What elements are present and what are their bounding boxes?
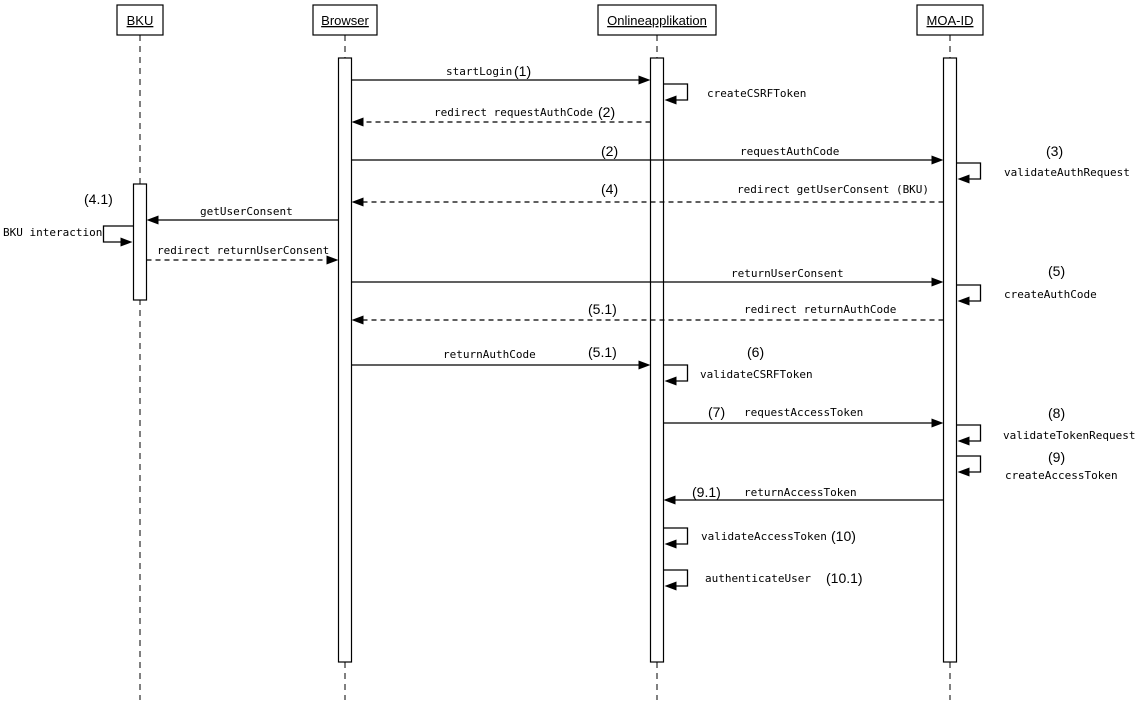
arrowhead-createcsrftoken xyxy=(664,95,677,105)
step-label-getuserconsent: (4.1) xyxy=(84,191,113,207)
participant-label-bku: BKU xyxy=(127,13,154,28)
self-call-line-createauthcode xyxy=(956,284,982,302)
message-label-returnuserconsent: returnUserConsent xyxy=(731,267,844,280)
message-label-createaccesstoken: createAccessToken xyxy=(1005,469,1118,482)
message-label-validatecsrftoken: validateCSRFToken xyxy=(700,368,813,381)
message-label-returnauthcode: returnAuthCode xyxy=(443,348,536,361)
participant-label-oa: Onlineapplikation xyxy=(607,13,707,28)
participant-box-moaid xyxy=(916,4,984,36)
message-label-requestauthcode: requestAuthCode xyxy=(740,145,839,158)
step-label-returnaccesstoken: (9.1) xyxy=(692,484,721,500)
arrowhead-requestaccesstoken xyxy=(931,418,944,428)
arrowhead-validatecsrftoken xyxy=(664,376,677,386)
self-call-line-validatecsrftoken xyxy=(663,364,689,382)
arrowhead-validateauthrequest xyxy=(957,174,970,184)
message-label-redirect-getuserconsent-bku: redirect getUserConsent (BKU) xyxy=(737,183,929,196)
step-label-redirect-requestauthcode: (2) xyxy=(598,104,615,120)
self-call-line-validateauthrequest xyxy=(956,162,982,180)
participant-box-bku xyxy=(116,4,164,36)
message-label-startlogin: startLogin xyxy=(446,65,512,78)
arrowhead-authenticateuser xyxy=(664,581,677,591)
self-call-line-validatetokenrequest xyxy=(956,424,982,442)
message-label-createauthcode: createAuthCode xyxy=(1004,288,1097,301)
activation-bar-oa xyxy=(649,57,665,663)
participant-label-moaid: MOA-ID xyxy=(927,13,974,28)
message-label-redirect-returnauthcode: redirect returnAuthCode xyxy=(744,303,896,316)
self-call-line-createaccesstoken xyxy=(956,455,982,473)
step-label-validatetokenrequest: (8) xyxy=(1048,405,1065,421)
message-label-requestaccesstoken: requestAccessToken xyxy=(744,406,863,419)
message-label-validatetokenrequest: validateTokenRequest xyxy=(1003,429,1135,442)
step-label-authenticateuser: (10.1) xyxy=(826,570,863,586)
activation-bar-bku xyxy=(132,183,148,301)
message-label-returnaccesstoken: returnAccessToken xyxy=(744,486,857,499)
arrowhead-requestauthcode xyxy=(931,155,944,165)
step-label-validateaccesstoken: (10) xyxy=(831,528,856,544)
message-label-getuserconsent: getUserConsent xyxy=(200,205,293,218)
arrowhead-validateaccesstoken xyxy=(664,539,677,549)
activation-bar-browser xyxy=(337,57,353,663)
participant-label-browser: Browser xyxy=(321,13,369,28)
step-label-requestaccesstoken: (7) xyxy=(708,404,725,420)
step-label-validateauthrequest: (3) xyxy=(1046,143,1063,159)
arrowhead-returnaccesstoken xyxy=(663,495,676,505)
arrowhead-createaccesstoken xyxy=(957,467,970,477)
step-label-requestauthcode: (2) xyxy=(601,143,618,159)
step-label-redirect-getuserconsent-bku: (4) xyxy=(601,181,618,197)
self-call-line-authenticateuser xyxy=(663,569,689,587)
step-label-validatecsrftoken: (6) xyxy=(747,344,764,360)
activation-bar-moaid xyxy=(942,57,958,663)
arrowhead-returnauthcode xyxy=(638,360,651,370)
message-label-redirect-returnuserconsent: redirect returnUserConsent xyxy=(157,244,329,257)
step-label-startlogin: (1) xyxy=(514,63,531,79)
step-label-redirect-returnauthcode: (5.1) xyxy=(588,301,617,317)
self-call-line-validateaccesstoken xyxy=(663,527,689,545)
message-label-validateaccesstoken: validateAccessToken xyxy=(701,530,827,543)
step-label-returnauthcode: (5.1) xyxy=(588,344,617,360)
message-label-authenticateuser: authenticateUser xyxy=(705,572,811,585)
message-label-bku-interaction: BKU interaction xyxy=(3,226,102,239)
step-label-createaccesstoken: (9) xyxy=(1048,449,1065,465)
arrowhead-createauthcode xyxy=(957,296,970,306)
arrowhead-getuserconsent xyxy=(146,215,159,225)
self-call-line-bku-interaction xyxy=(102,225,134,243)
message-label-redirect-requestauthcode: redirect requestAuthCode xyxy=(434,106,593,119)
message-label-validateauthrequest: validateAuthRequest xyxy=(1004,166,1130,179)
arrowhead-redirect-returnauthcode xyxy=(351,315,364,325)
participant-box-oa xyxy=(597,4,717,36)
arrowhead-returnuserconsent xyxy=(931,277,944,287)
participant-box-browser xyxy=(312,4,378,36)
message-label-createcsrftoken: createCSRFToken xyxy=(707,87,806,100)
self-call-line-createcsrftoken xyxy=(663,83,689,101)
step-label-createauthcode: (5) xyxy=(1048,263,1065,279)
arrowhead-redirect-requestauthcode xyxy=(351,117,364,127)
arrowhead-redirect-returnuserconsent xyxy=(326,255,339,265)
arrowhead-redirect-getuserconsent-bku xyxy=(351,197,364,207)
arrowhead-bku-interaction xyxy=(120,237,133,247)
arrowhead-validatetokenrequest xyxy=(957,436,970,446)
arrowhead-startlogin xyxy=(638,75,651,85)
